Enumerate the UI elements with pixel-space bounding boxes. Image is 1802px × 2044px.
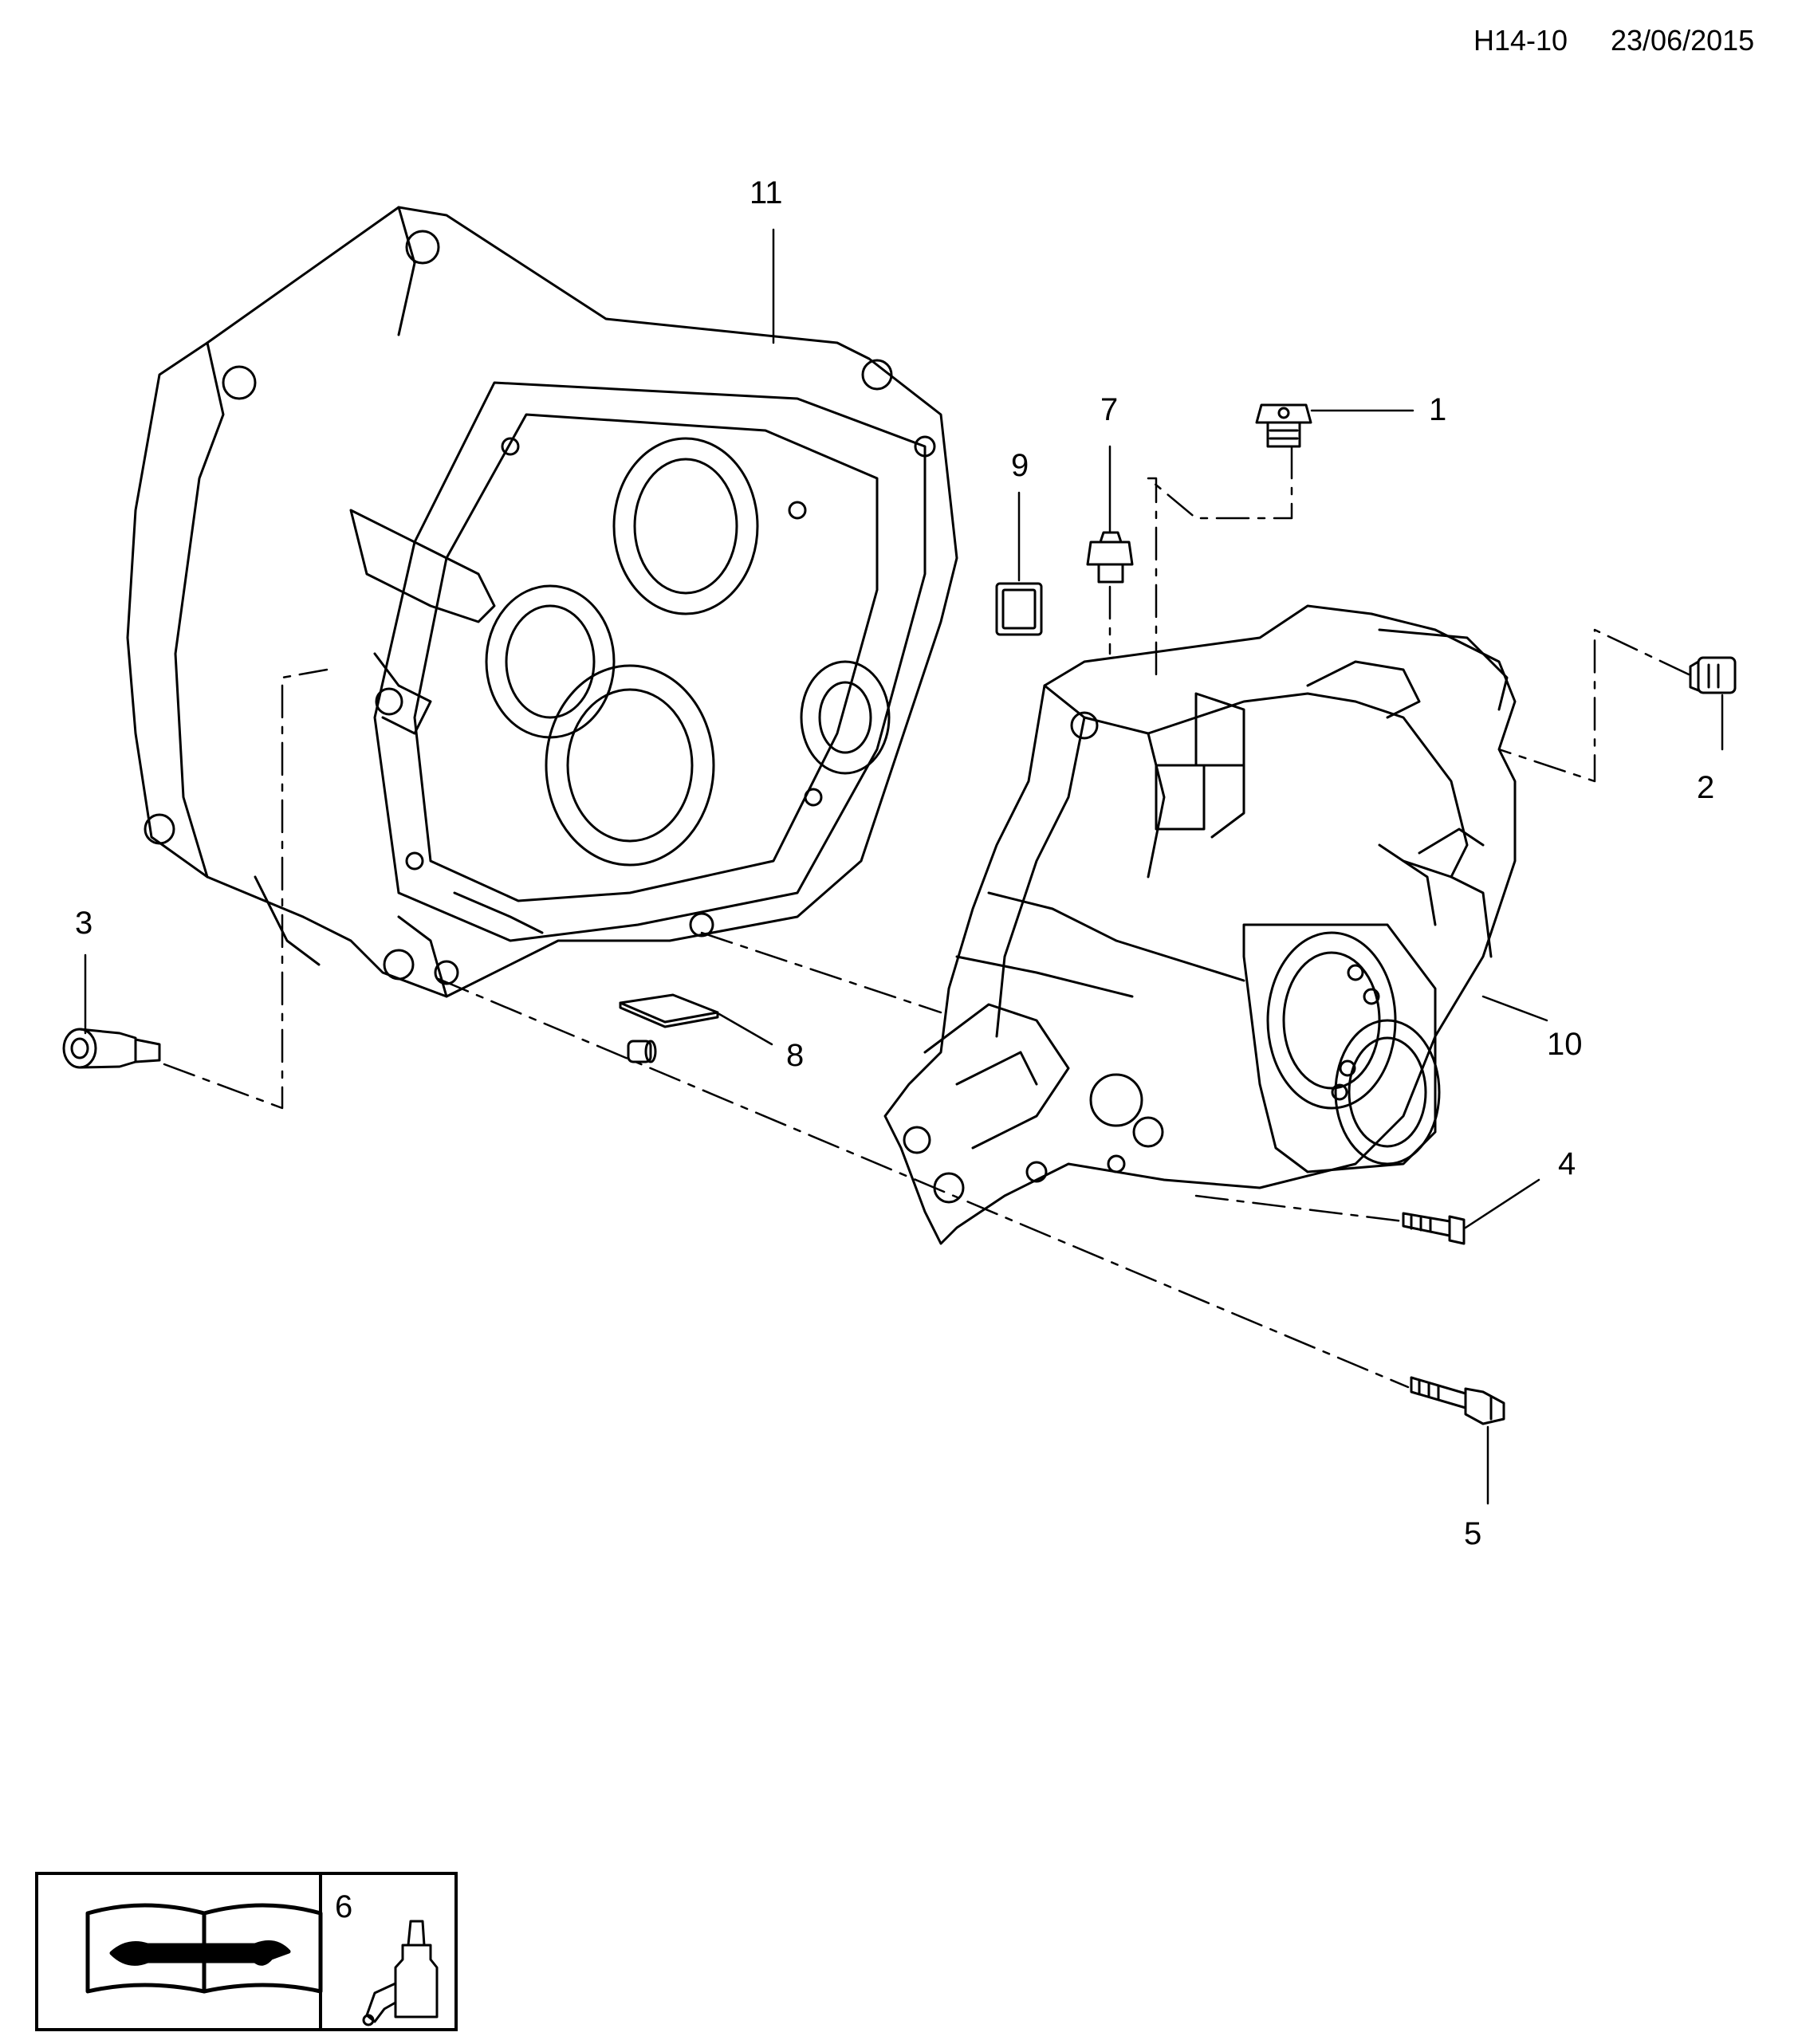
legend-divider: [319, 1875, 322, 2028]
callout-10: 10: [1547, 1027, 1583, 1062]
callout-1: 1: [1429, 392, 1447, 427]
callout-11: 11: [750, 175, 783, 210]
part-8-dowel-drawing: [627, 1040, 657, 1063]
diagram-date: 23/06/2015: [1611, 24, 1755, 57]
callout-5: 5: [1464, 1516, 1482, 1551]
callout-3: 3: [75, 906, 93, 941]
legend-item-number: 6: [335, 1889, 353, 1924]
legend-box: 6: [35, 1872, 458, 2031]
sealant-bottle-icon: [362, 1920, 439, 2026]
part-7-plug-drawing: [1086, 531, 1134, 584]
part-9-gasket-drawing: [995, 582, 1043, 636]
transmission-case-drawing: [883, 604, 1517, 1245]
callout-2: 2: [1697, 770, 1715, 805]
part-4-bolt-drawing: [1402, 1212, 1466, 1245]
part-3-sensor-drawing: [62, 1028, 161, 1069]
callout-9: 9: [1011, 448, 1029, 483]
diagram-code: H14-10: [1473, 24, 1568, 57]
callout-4: 4: [1558, 1146, 1576, 1181]
callout-7: 7: [1100, 392, 1119, 427]
part-1-plug-drawing: [1255, 403, 1312, 448]
part-5-bolt-drawing: [1410, 1376, 1505, 1425]
part-2-plug-drawing: [1689, 656, 1737, 694]
callout-8: 8: [786, 1038, 805, 1073]
part-8-gasket-drawing: [619, 993, 719, 1028]
clutch-housing-drawing: [126, 206, 958, 998]
